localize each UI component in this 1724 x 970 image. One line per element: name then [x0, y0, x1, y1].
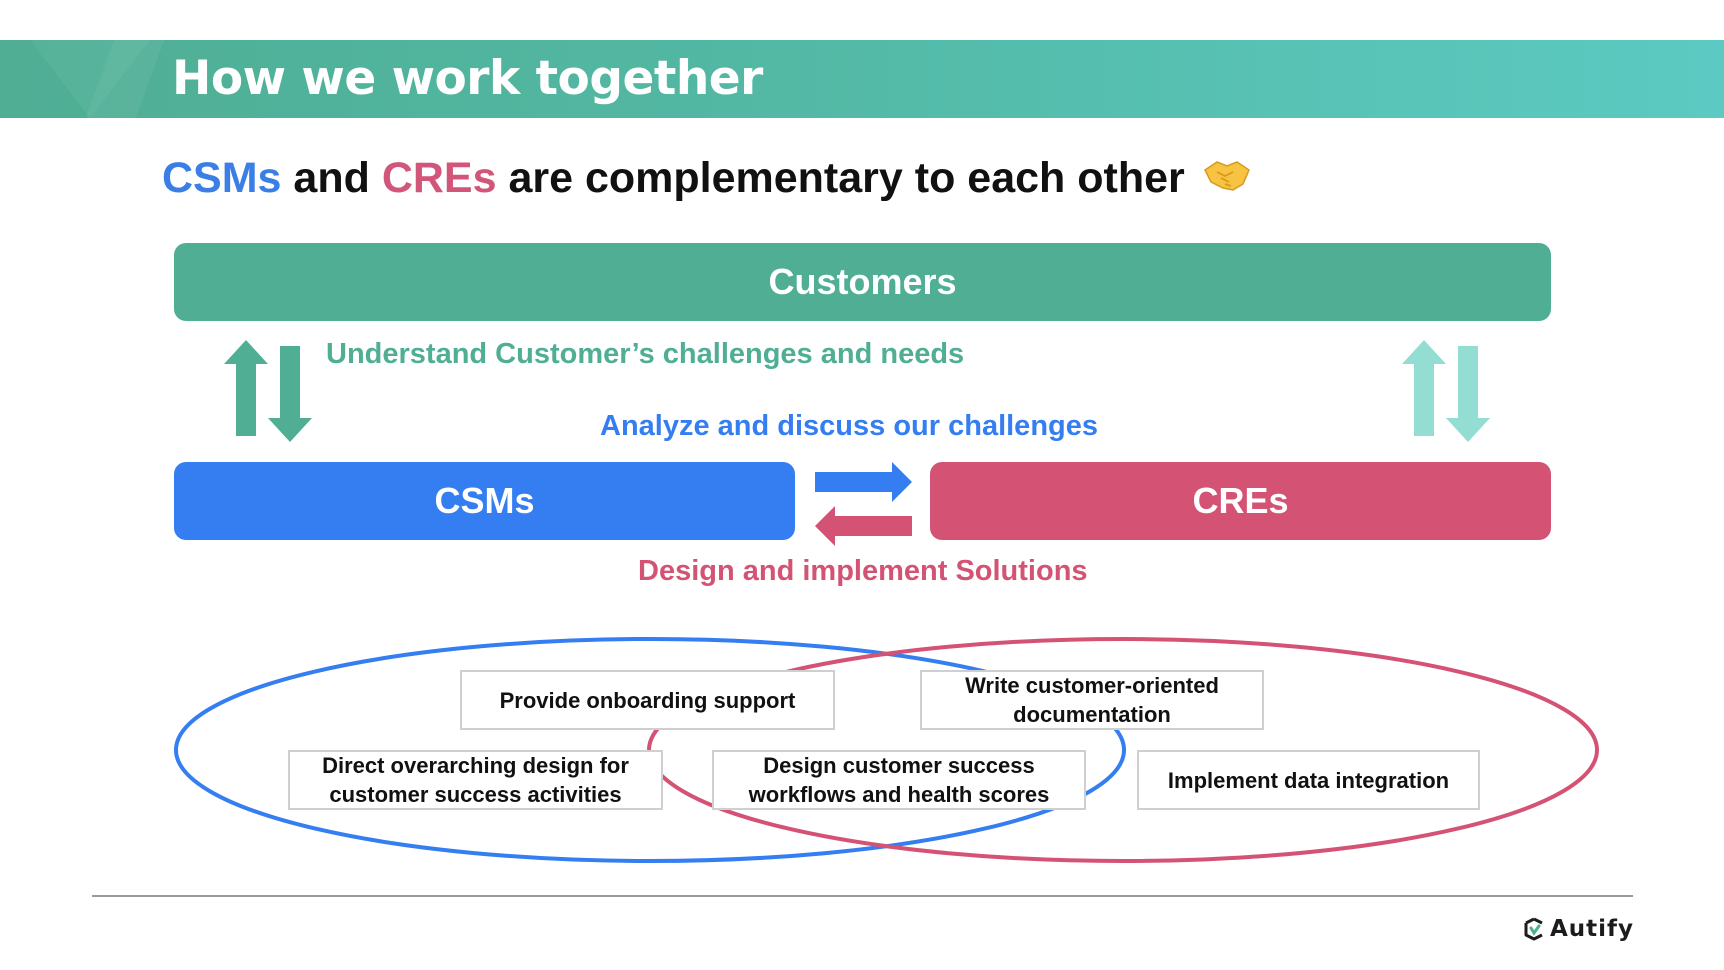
understand-label: Understand Customer’s challenges and nee… [326, 338, 965, 370]
headline-rest: are complementary to each other [496, 154, 1185, 202]
arrow-up-icon [224, 340, 268, 436]
customers-bar: Customers [174, 243, 1551, 321]
handshake-icon [1203, 156, 1251, 205]
analyze-label: Analyze and discuss our challenges [600, 410, 1098, 442]
headline-csms: CSMs [162, 154, 282, 202]
csms-bar: CSMs [174, 462, 795, 540]
design-label: Design and implement Solutions [638, 555, 1088, 587]
task-box: Implement data integration [1137, 750, 1480, 810]
headline: CSMs and CREs are complementary to each … [162, 154, 1251, 205]
page-title: How we work together [172, 51, 763, 106]
task-box: Provide onboarding support [460, 670, 835, 730]
cres-bar: CREs [930, 462, 1551, 540]
header-banner: How we work together [0, 40, 1724, 118]
arrow-right-icon [815, 462, 912, 502]
headline-and: and [281, 154, 382, 202]
footer-divider [92, 895, 1633, 897]
headline-cres: CREs [381, 154, 497, 202]
task-box: Design customer success workflows and he… [712, 750, 1086, 810]
task-box: Write customer-oriented documentation [920, 670, 1264, 730]
autify-logo: Autify [1522, 916, 1634, 942]
arrow-left-icon [815, 506, 912, 546]
task-box: Direct overarching design for customer s… [288, 750, 663, 810]
arrow-down-icon [1446, 346, 1490, 442]
arrow-up-icon [1402, 340, 1446, 436]
banner-decoration [30, 40, 150, 118]
autify-logo-icon [1524, 917, 1543, 941]
logo-text: Autify [1550, 916, 1635, 942]
arrow-down-icon [268, 346, 312, 442]
csm-ellipse [174, 637, 1126, 863]
